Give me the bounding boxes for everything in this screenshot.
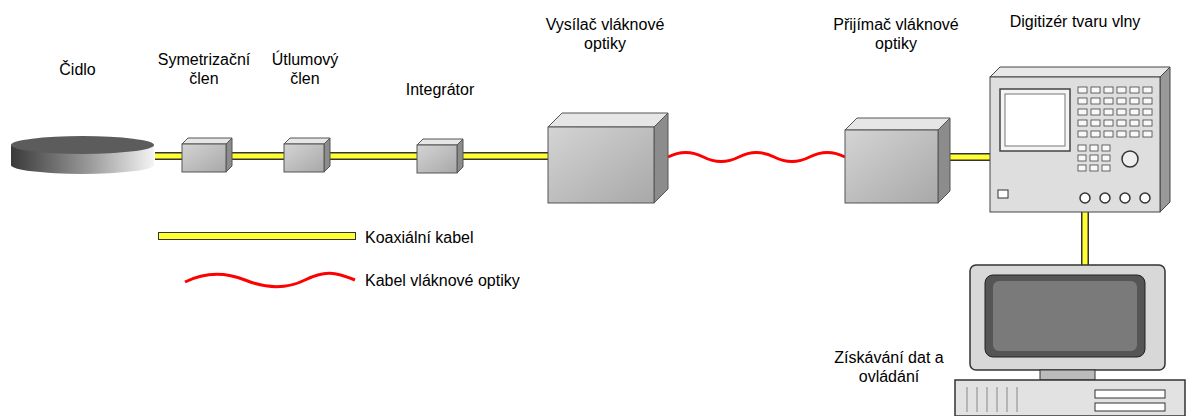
transmitter-box: Vysílač vláknové optiky (530, 15, 680, 205)
node-label: Útlumový člen (262, 50, 348, 88)
node-label: Symetrizační člen (150, 50, 258, 88)
device-shape (10, 135, 155, 175)
coax-outline (463, 152, 548, 160)
node-label: Digitizér tvaru vlny (975, 12, 1175, 31)
sensor-node: Čidlo (5, 55, 160, 180)
coax-cable (463, 156, 548, 157)
fiber-cable (668, 153, 845, 162)
fiber-line (668, 153, 845, 162)
receiver-box: Přijímač vláknové optiky (826, 15, 966, 205)
coax-cable (330, 156, 417, 157)
device-shape (182, 138, 232, 172)
coax-outline (155, 152, 182, 160)
coax-outline (1081, 212, 1089, 265)
coax-core (463, 154, 548, 159)
balun-box: Symetrizační člen (150, 50, 258, 175)
coax-core (950, 155, 990, 160)
coax-cable (155, 156, 182, 157)
node-label: Integrátor (395, 80, 485, 99)
node-label: Získávání dat a ovládání (828, 348, 950, 386)
device-shape (955, 265, 1185, 416)
coax-outline (330, 152, 417, 160)
device-shape (845, 118, 950, 203)
coax-core (330, 154, 417, 159)
coax-outline (950, 153, 990, 161)
legend-label: Kabel vláknové optiky (365, 271, 520, 290)
fiber-legend-sample (185, 273, 355, 287)
device-shape (548, 113, 668, 203)
device-shape (990, 67, 1170, 212)
attenuator-box: Útlumový člen (262, 50, 348, 175)
digitizer-node: Digitizér tvaru vlny (975, 12, 1185, 212)
node-label: Vysílač vláknové optiky (530, 15, 680, 53)
coax-cable (950, 157, 990, 158)
computer-node: Získávání dat a ovládání (825, 255, 1187, 416)
legend-label: Koaxiální kabel (365, 228, 474, 247)
coax-core (1083, 212, 1088, 265)
node-label: Čidlo (10, 60, 145, 79)
coax-core (155, 154, 182, 159)
coax-cable (1085, 212, 1086, 265)
device-shape (284, 138, 330, 172)
coax-cable (232, 156, 284, 157)
coax-outline (232, 152, 284, 160)
device-shape (417, 139, 463, 173)
coax-core (232, 154, 284, 159)
integrator-box: Integrátor (395, 80, 485, 175)
node-label: Přijímač vláknové optiky (826, 15, 966, 53)
legend-swatch (158, 232, 356, 240)
